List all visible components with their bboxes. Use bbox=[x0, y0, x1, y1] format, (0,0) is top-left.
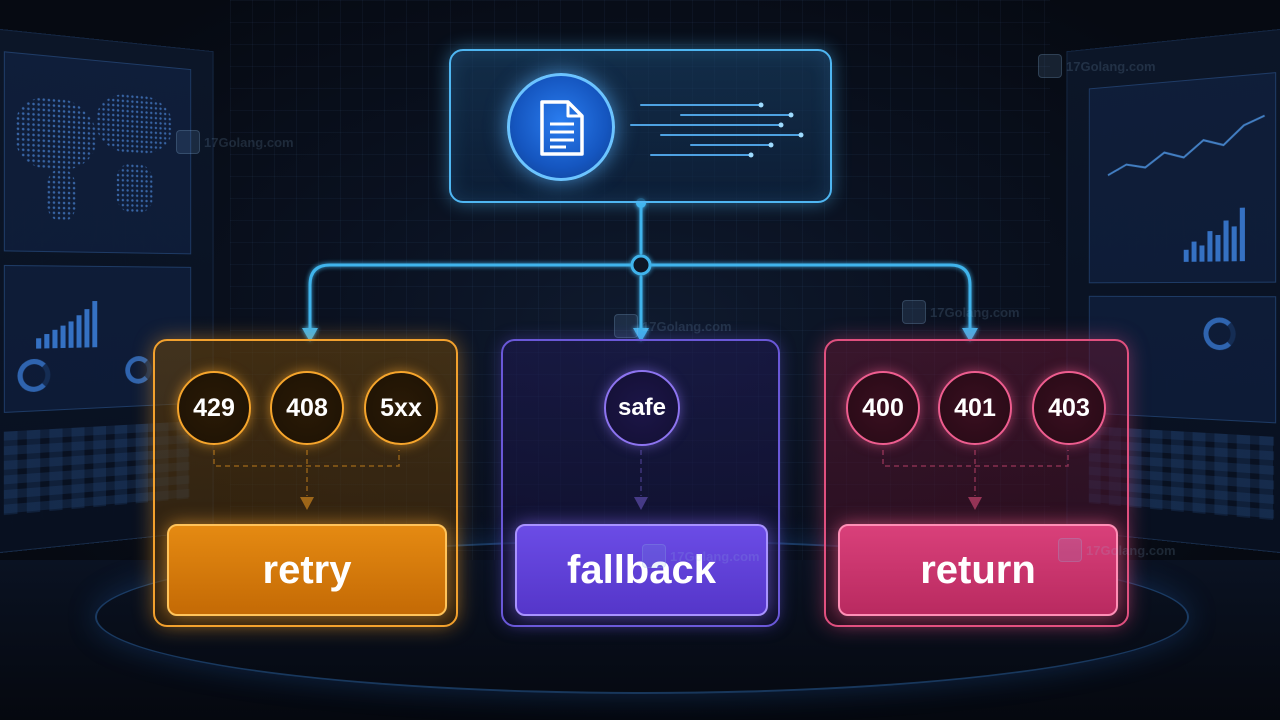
arrow-head-center bbox=[633, 328, 649, 342]
watermark: 17Golang.com bbox=[176, 130, 294, 154]
watermark-text: 17Golang.com bbox=[930, 304, 1020, 320]
branch-connector-left bbox=[308, 263, 633, 332]
status-code-401: 401 bbox=[938, 371, 1012, 445]
watermark: 17Golang.com bbox=[642, 544, 760, 568]
watermark-logo-icon bbox=[1058, 538, 1082, 562]
retry-action-box: retry bbox=[167, 524, 447, 616]
watermark: 17Golang.com bbox=[1038, 54, 1156, 78]
watermark-logo-icon bbox=[902, 300, 926, 324]
watermark-logo-icon bbox=[614, 314, 638, 338]
arrow-head-left bbox=[302, 328, 318, 342]
status-code-5xx: 5xx bbox=[364, 371, 438, 445]
status-code-400: 400 bbox=[846, 371, 920, 445]
watermark: 17Golang.com bbox=[902, 300, 1020, 324]
status-safe: safe bbox=[604, 370, 680, 446]
junction-node bbox=[630, 254, 652, 276]
return-branch-panel: 400 401 403 return bbox=[824, 339, 1129, 627]
arrow-head-right bbox=[962, 328, 978, 342]
fallback-action-box: fallback bbox=[515, 524, 768, 616]
document-icon bbox=[540, 100, 584, 156]
source-node bbox=[449, 49, 832, 203]
status-code-408: 408 bbox=[270, 371, 344, 445]
watermark-text: 17Golang.com bbox=[1066, 58, 1156, 74]
watermark: 17Golang.com bbox=[1058, 538, 1176, 562]
branch-connector-right bbox=[649, 263, 972, 332]
fallback-branch-panel: safe fallback bbox=[501, 339, 780, 627]
status-code-403: 403 bbox=[1032, 371, 1106, 445]
watermark-text: 17Golang.com bbox=[1086, 542, 1176, 558]
document-icon-circle bbox=[507, 73, 615, 181]
watermark-logo-icon bbox=[176, 130, 200, 154]
retry-branch-panel: 429 408 5xx retry bbox=[153, 339, 458, 627]
watermark: 17Golang.com bbox=[614, 314, 732, 338]
watermark-logo-icon bbox=[642, 544, 666, 568]
return-action-box: return bbox=[838, 524, 1118, 616]
watermark-text: 17Golang.com bbox=[670, 548, 760, 564]
status-code-429: 429 bbox=[177, 371, 251, 445]
speed-lines-icon bbox=[630, 102, 804, 158]
watermark-text: 17Golang.com bbox=[642, 318, 732, 334]
watermark-logo-icon bbox=[1038, 54, 1062, 78]
watermark-text: 17Golang.com bbox=[204, 134, 294, 150]
